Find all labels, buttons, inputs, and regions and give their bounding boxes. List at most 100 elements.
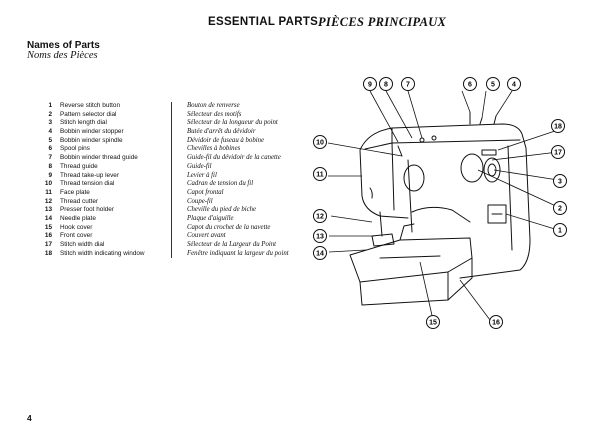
callout-circle <box>363 77 377 91</box>
part-row: 1 Reverse stitch button Bouton de renverse <box>40 102 300 111</box>
machine-outline <box>349 111 531 306</box>
part-name-fr: Levier à fil <box>187 171 217 179</box>
part-row: 13 Presser foot holder Cheville du pied de… <box>40 206 300 215</box>
callout-circle <box>553 223 567 237</box>
part-name-fr: Dévidoir de fuseau à bobine <box>187 136 265 144</box>
callout-17: 17 <box>551 145 565 159</box>
part-name-en: Presser foot holder <box>60 206 114 214</box>
part-name-en: Front cover <box>60 232 93 240</box>
part-row: 15 Hook cover Capot du crochet de la navet… <box>40 224 300 233</box>
leader-lines <box>327 90 559 321</box>
callout-number: 11 <box>316 172 324 179</box>
part-number: 18 <box>44 249 52 257</box>
part-number: 14 <box>44 214 52 222</box>
callout-1: 1 <box>553 223 567 237</box>
part-name-en: Thread cutter <box>60 197 99 205</box>
header-title-en: ESSENTIAL PARTS <box>208 16 319 28</box>
section-title-fr: Noms des Pièces <box>27 50 98 61</box>
part-number: 8 <box>48 162 52 170</box>
callout-number: 4 <box>512 82 516 89</box>
part-name-en: Stitch length dial <box>60 119 107 127</box>
part-name-fr: Chevilles à bobines <box>187 145 241 153</box>
part-name-en: Needle plate <box>60 214 96 222</box>
part-number: 17 <box>44 241 52 248</box>
part-name-en: Reverse stitch button <box>60 102 121 109</box>
page-header: ESSENTIAL PARTS PIÈCES PRINCIPAUX <box>0 15 600 32</box>
callout-number: 9 <box>368 82 372 89</box>
part-number: 12 <box>44 197 52 205</box>
callout-14: 14 <box>313 246 327 260</box>
part-number: 6 <box>48 145 52 153</box>
callout-10: 10 <box>313 135 327 149</box>
part-name-fr: Capot frontal <box>187 188 224 196</box>
callout-circle <box>551 119 565 133</box>
callout-18: 18 <box>551 119 565 133</box>
callout-circle <box>313 229 327 243</box>
callout-circle <box>313 135 327 149</box>
part-name-en: Face plate <box>60 188 90 196</box>
part-name-en: Thread tension dial <box>60 180 115 188</box>
part-row: 6 Spool pins Chevilles à bobines <box>40 145 300 154</box>
callout-number: 12 <box>316 214 324 221</box>
part-row: 4 Bobbin winder stopper Butée d'arrêt du d… <box>40 128 300 137</box>
callout-circle <box>553 201 567 215</box>
callout-circle <box>489 315 503 329</box>
callout-12: 12 <box>313 209 327 223</box>
part-row: 14 Needle plate Plaque d'aiguille <box>40 215 300 224</box>
callout-15: 15 <box>426 315 440 329</box>
part-number: 10 <box>44 180 52 188</box>
part-name-fr: Guide-fil du dévidoir de la canette <box>187 154 281 162</box>
callout-number: 5 <box>491 82 495 89</box>
callout-number: 6 <box>468 82 472 89</box>
section-title-en: Names of Parts <box>27 40 100 51</box>
part-number: 4 <box>48 128 52 136</box>
part-name-fr: Butée d'arrêt du dévidoir <box>187 128 256 136</box>
part-name-fr: Bouton de renverse <box>187 102 240 109</box>
parts-list: 1 Reverse stitch button Bouton de renverse… <box>40 102 300 258</box>
callout-number: 2 <box>558 206 562 213</box>
page-number: 4 <box>27 413 32 423</box>
part-name-en: Hook cover <box>60 223 93 231</box>
part-number: 9 <box>48 171 52 179</box>
part-name-en: Bobbin winder thread guide <box>60 154 138 162</box>
callout-circle <box>313 209 327 223</box>
part-name-fr: Capot du crochet de la navette <box>187 223 271 231</box>
callout-number: 1 <box>558 228 562 235</box>
callout-3: 3 <box>553 174 567 188</box>
header-title-fr: PIÈCES PRINCIPAUX <box>318 15 447 29</box>
part-name-fr: Coupe-fil <box>187 197 213 205</box>
part-name-en: Thread take-up lever <box>60 171 119 179</box>
callout-number: 15 <box>429 320 437 327</box>
callout-number: 16 <box>492 320 500 327</box>
part-number: 1 <box>48 102 52 109</box>
part-number: 15 <box>44 223 52 231</box>
callout-circle <box>313 246 327 260</box>
callout-circle <box>551 145 565 159</box>
part-number: 13 <box>44 206 52 214</box>
callout-number: 18 <box>554 124 562 131</box>
part-name-fr: Cheville du pied de biche <box>187 206 257 214</box>
callout-circle <box>486 77 500 91</box>
part-name-en: Stitch width indicating window <box>60 249 145 257</box>
part-name-en: Bobbin winder stopper <box>60 128 124 136</box>
part-name-fr: Fenêtre indiquant la largeur du point <box>187 249 289 257</box>
part-row: 18 Stitch width indicating window Fenêtre … <box>40 250 300 259</box>
callout-circle <box>426 315 440 329</box>
callout-5: 5 <box>486 77 500 91</box>
part-number: 16 <box>44 232 52 240</box>
callout-circle <box>401 77 415 91</box>
part-name-fr: Plaque d'aiguille <box>187 214 234 222</box>
column-divider <box>171 102 172 258</box>
part-name-en: Spool pins <box>60 145 90 153</box>
part-number: 11 <box>45 188 52 196</box>
callout-circle <box>463 77 477 91</box>
part-name-fr: Guide-fil <box>187 162 212 170</box>
